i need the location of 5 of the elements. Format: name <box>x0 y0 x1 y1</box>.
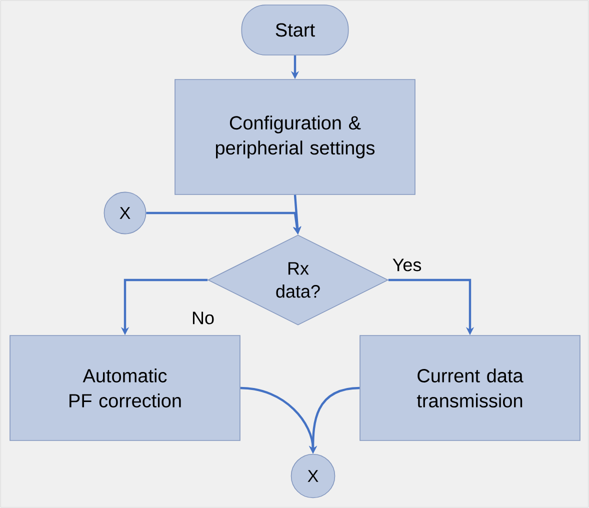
edge-label: Yes <box>391 258 423 272</box>
start-terminator: Start <box>241 4 349 56</box>
process-box: Configuration & peripherial settings <box>174 79 416 195</box>
process-box: Automatic PF correction <box>10 335 240 441</box>
process-box: Current data transmission <box>360 335 580 441</box>
